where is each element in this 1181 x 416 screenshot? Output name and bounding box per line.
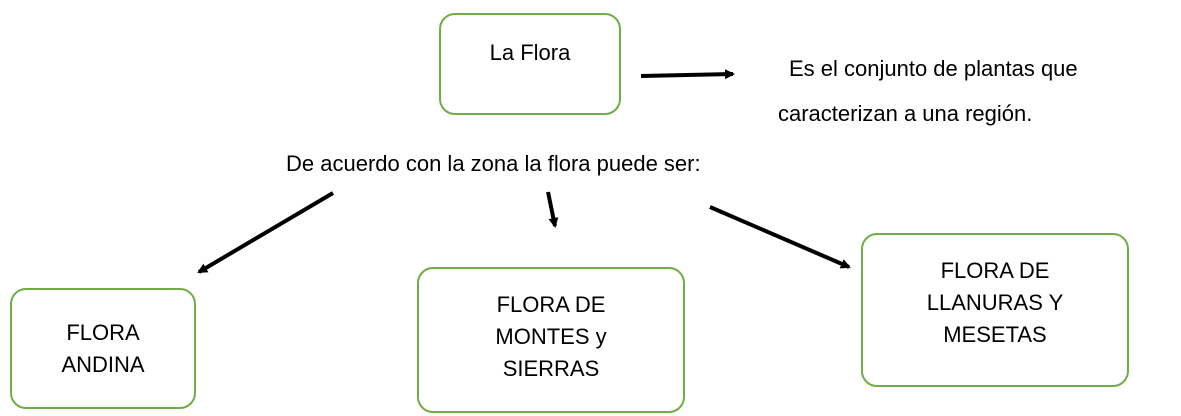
arrow-to-definition bbox=[640, 69, 735, 80]
category-box-andina: FLORA ANDINA bbox=[10, 288, 196, 409]
classification-subtitle: De acuerdo con la zona la flora puede se… bbox=[286, 151, 701, 176]
category-andina-line-1: FLORA bbox=[66, 319, 140, 345]
category-montes-line-3: SIERRAS bbox=[502, 356, 600, 381]
category-llanuras-line-3: MESETAS bbox=[943, 322, 1047, 347]
category-box-montes: FLORA DE MONTES y SIERRAS bbox=[417, 267, 685, 413]
category-andina-line-2: ANDINA bbox=[61, 351, 145, 377]
category-montes-line-1: FLORA DE bbox=[496, 292, 606, 317]
arrow-to-llanuras bbox=[709, 205, 851, 269]
arrow-to-andina bbox=[197, 191, 335, 274]
main-concept-box: La Flora bbox=[439, 13, 621, 115]
arrow-to-montes bbox=[546, 191, 559, 228]
category-llanuras-line-2: LLANURAS Y bbox=[926, 290, 1064, 315]
definition-line-1: Es el conjunto de plantas que bbox=[789, 56, 1078, 81]
main-concept-label: La Flora bbox=[489, 40, 571, 65]
category-llanuras-line-1: FLORA DE bbox=[940, 258, 1050, 283]
category-montes-line-2: MONTES y bbox=[495, 324, 607, 349]
category-box-llanuras: FLORA DE LLANURAS Y MESETAS bbox=[861, 233, 1129, 387]
definition-line-2: caracterizan a una región. bbox=[778, 101, 1033, 126]
